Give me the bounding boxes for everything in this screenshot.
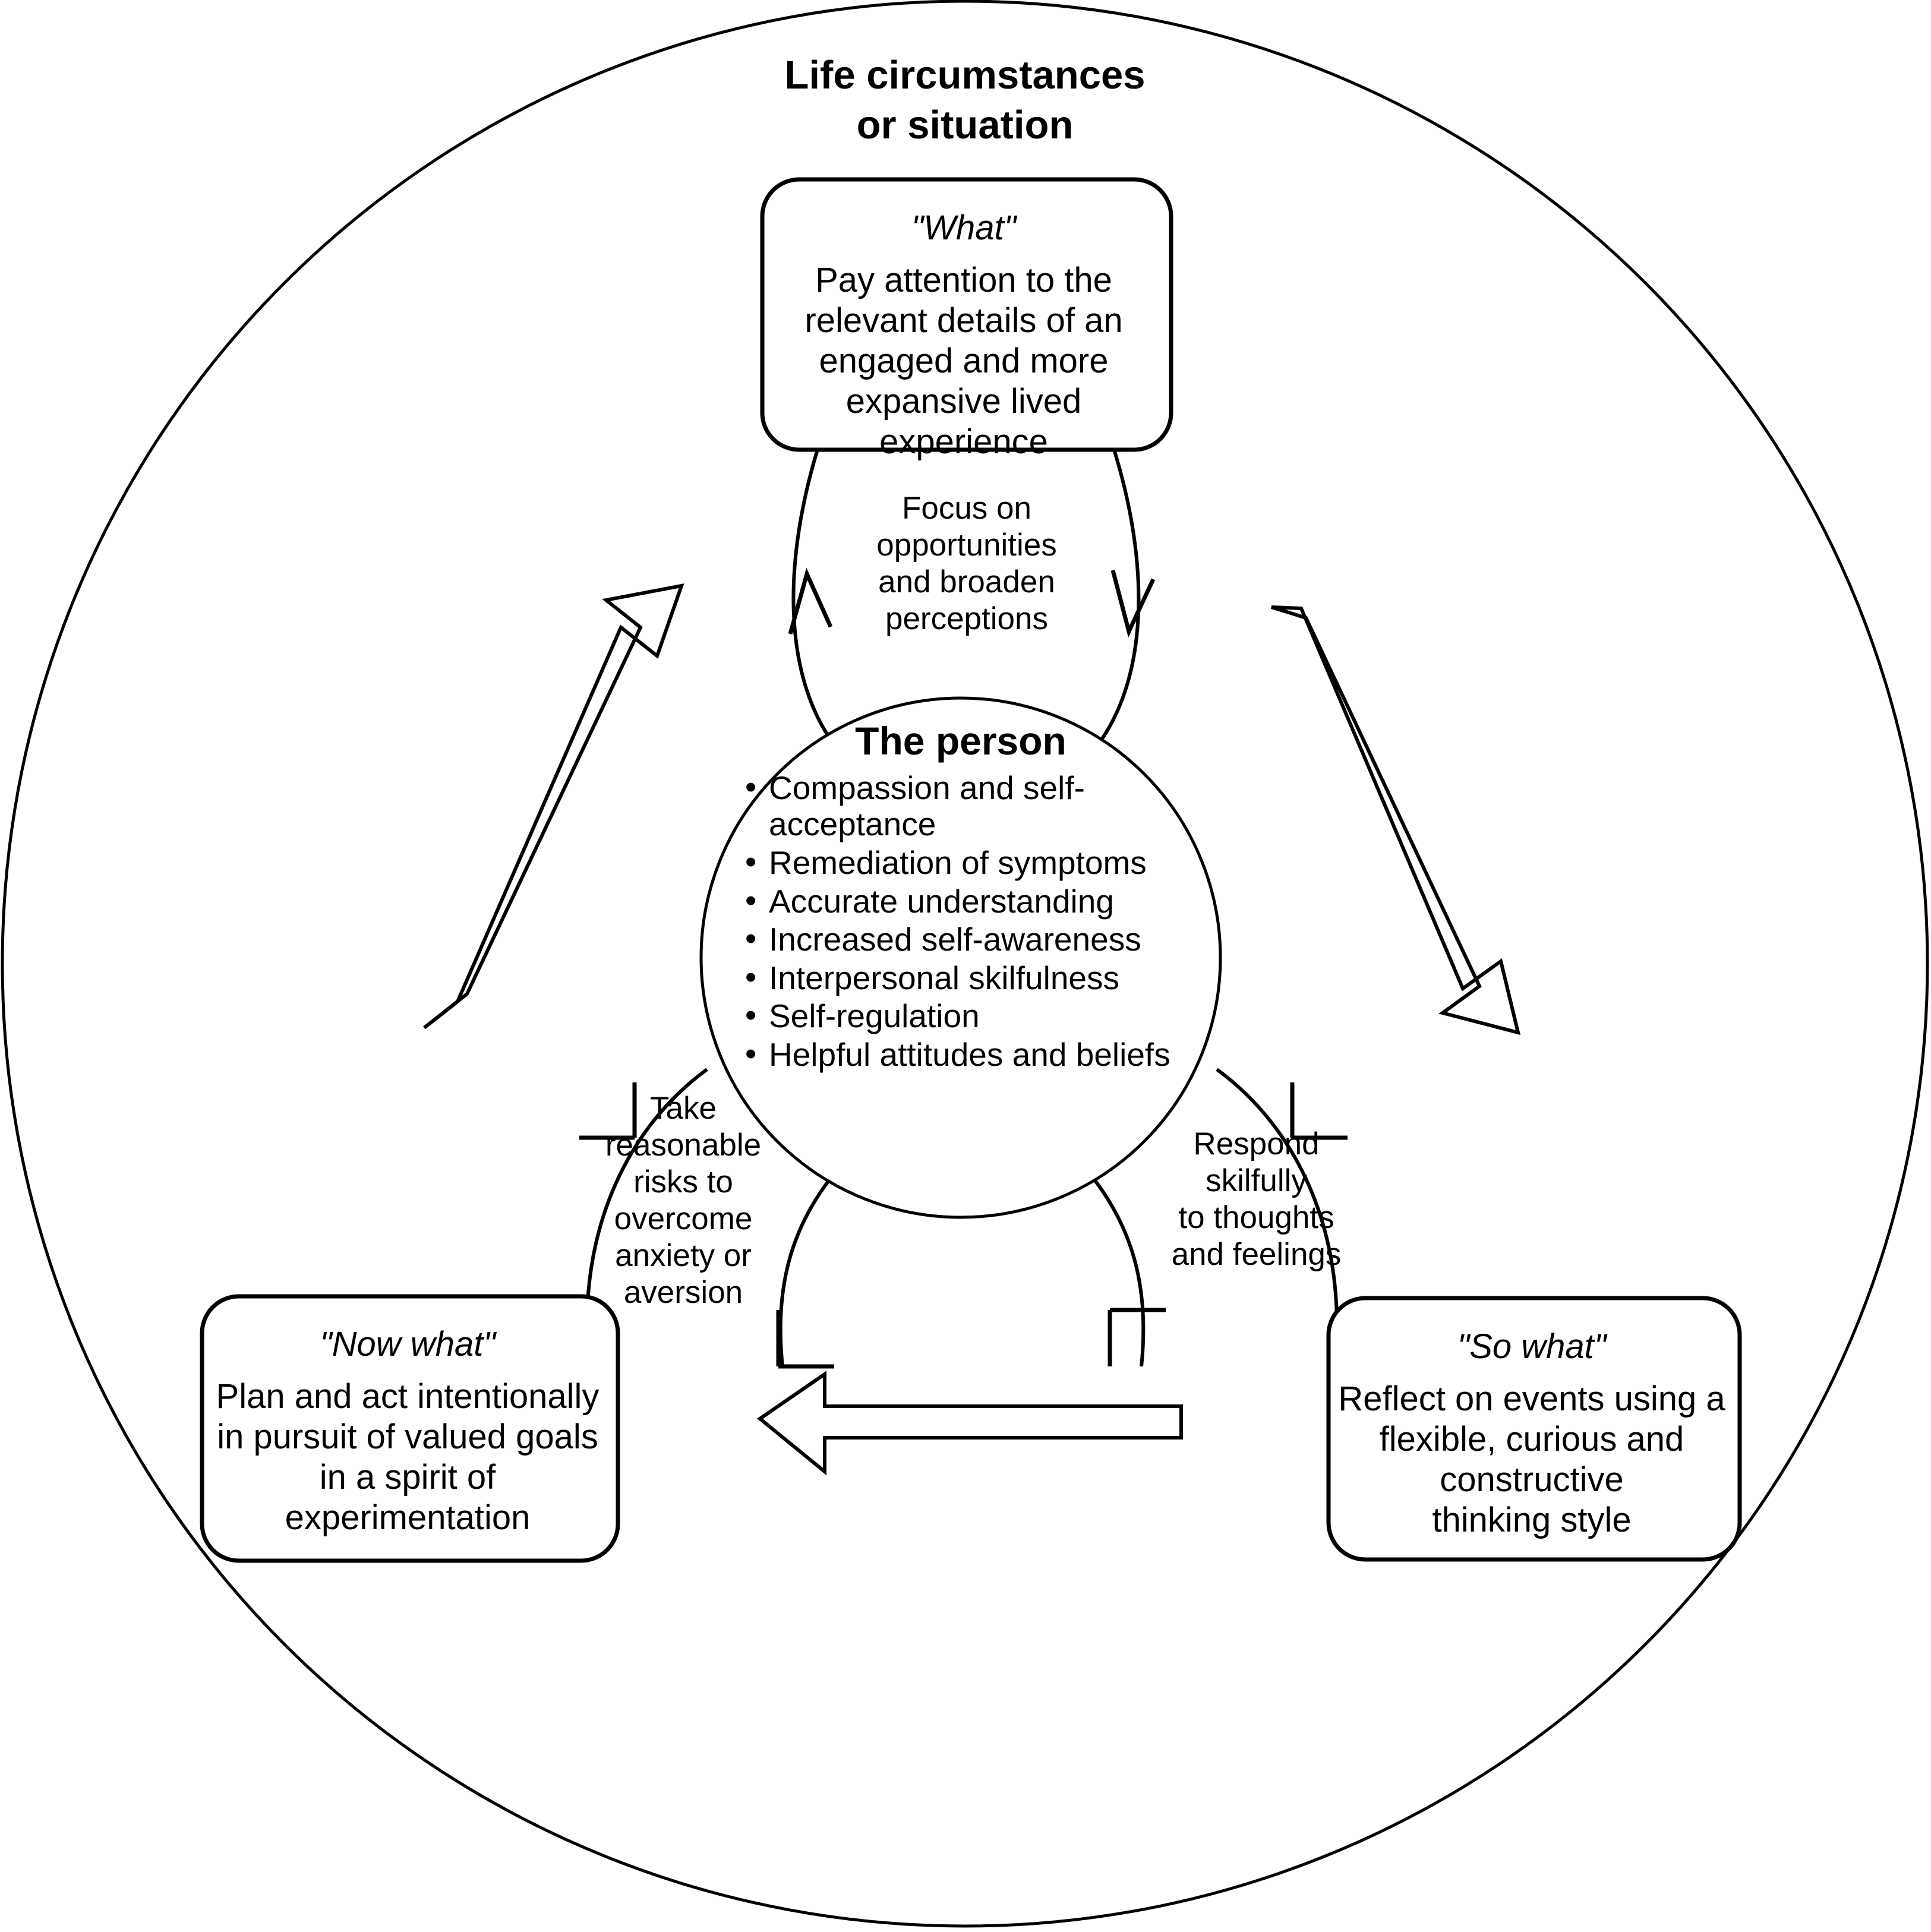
center-content: The person Compassion and self-acceptanc… (702, 719, 1219, 1075)
arc-left-inner (778, 1174, 835, 1367)
node-so-what-body: Reflect on events using a flexible, curi… (1338, 1379, 1725, 1539)
list-item: Compassion and self-acceptance (745, 769, 1219, 843)
node-what-label: "What" (911, 208, 1017, 247)
node-so-what-text: "So what" Reflect on events using a flex… (1332, 1315, 1731, 1551)
center-attribute-list: Compassion and self-acceptance Remediati… (702, 769, 1219, 1074)
node-now-what-body: Plan and act intentionally in pursuit of… (216, 1377, 600, 1537)
list-item: Accurate understanding (745, 882, 1219, 920)
list-item: Remediation of symptoms (745, 844, 1219, 882)
node-box-so-what[interactable] (1326, 1296, 1742, 1562)
list-item: Helpful attitudes and beliefs (745, 1036, 1219, 1074)
arrowhead-top-right-down (1110, 570, 1156, 638)
arrowhead-right-outer (1290, 1082, 1348, 1140)
node-what-body: Pay attention to the relevant details of… (804, 261, 1123, 461)
list-item: Increased self-awareness (745, 920, 1219, 958)
node-box-what[interactable] (760, 177, 1173, 452)
list-item: Self-regulation (745, 997, 1219, 1035)
big-arrow-up-left (423, 583, 684, 1030)
big-arrow-down-right (1271, 605, 1521, 1036)
arc-label-take-risks: Take reasonable risks to overcome anxiet… (605, 1091, 762, 1310)
node-now-what-text: "Now what" Plan and act intentionally in… (206, 1313, 610, 1549)
center-title: The person (855, 719, 1067, 763)
big-arrow-left-bottom (757, 1371, 1183, 1476)
arrowhead-top-left-up (788, 567, 833, 634)
arrowhead-right-inner (1108, 1308, 1166, 1366)
arc-label-focus: Focus on opportunities and broaden perce… (876, 491, 1057, 636)
node-now-what-label: "Now what" (320, 1324, 496, 1363)
node-what-text: "What" Pay attention to the relevant det… (765, 197, 1162, 473)
arc-label-respond: Respond skilfully to thoughts and feelin… (1171, 1126, 1342, 1272)
page-title: Life circumstances or situation (784, 53, 1146, 147)
arc-right-inner (1089, 1174, 1146, 1367)
arrowhead-left-inner (776, 1310, 834, 1369)
list-item: Interpersonal skilfulness (745, 959, 1219, 997)
arrowhead-left-outer (579, 1082, 637, 1140)
arc-top-left (791, 451, 832, 741)
node-box-now-what[interactable] (200, 1294, 620, 1563)
node-so-what-label: "So what" (1457, 1327, 1607, 1366)
